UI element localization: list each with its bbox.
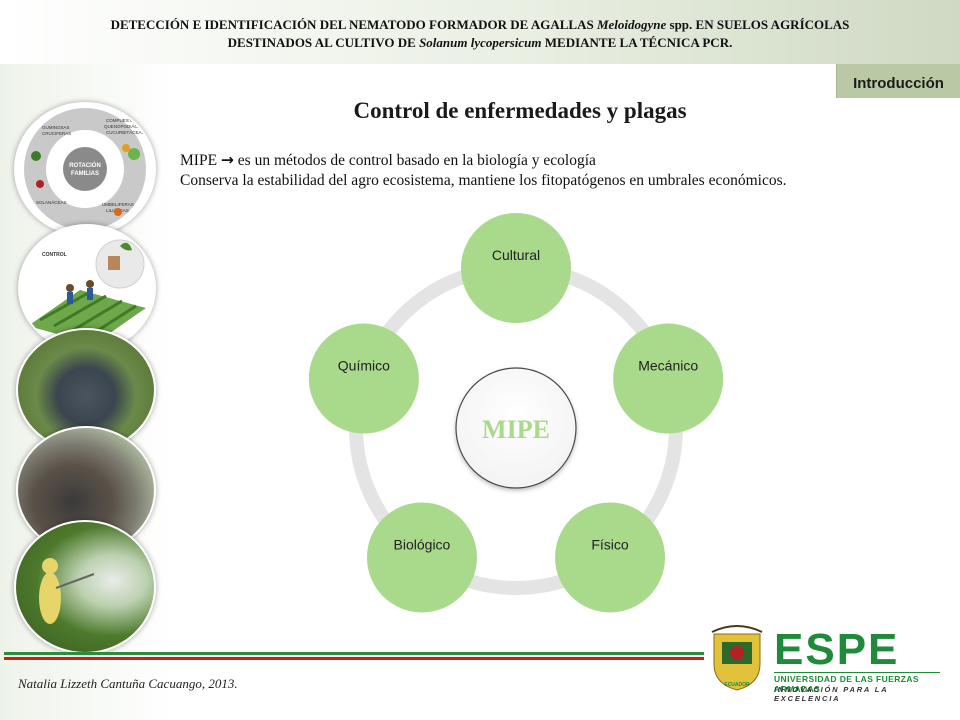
rotation-seg-label: SOLANÁCEAS: [36, 199, 67, 205]
control-label: CONTROL: [42, 252, 67, 258]
rotation-center-label-2: FAMILIAS: [71, 171, 99, 177]
logo-tagline: INNOVACIÓN PARA LA EXCELENCIA: [774, 685, 889, 703]
logo-wordmark: ESPE: [774, 625, 900, 674]
rotation-seg-label: UMBELIFERAS: [102, 202, 134, 207]
footer-line-green: [4, 652, 704, 655]
cycle-node: [308, 323, 419, 434]
cycle-node-label: Biológico: [394, 536, 451, 552]
cycle-node-label: Mecánico: [638, 358, 698, 374]
rotation-seg-label: CUCURBITÁCEAS: [106, 129, 145, 135]
spraying-photo: [14, 520, 156, 654]
crop-rotation-image: ROTACIÓN FAMILIAS GUMINOSAS CRUCIFERAS C…: [14, 102, 156, 236]
cycle-node: [555, 502, 666, 613]
rotation-seg-label: QUENOPODIÁCEAS: [104, 123, 147, 129]
cycle-node: [613, 323, 724, 434]
intro-line-1: MIPE → es un métodos de control basado e…: [180, 151, 596, 169]
rotation-seg-label: GUMINOSAS: [42, 125, 70, 130]
espe-logo: ECUADOR ESPE UNIVERSIDAD DE LAS FUERZAS …: [708, 624, 948, 703]
cycle-node: [366, 502, 477, 613]
cycle-node-label: Físico: [591, 536, 629, 552]
footer-lines: [4, 652, 704, 664]
header-title: DETECCIÓN E IDENTIFICACIÓN DEL NEMATODO …: [110, 17, 850, 50]
rotation-seg-label: COMPUESTAS: [106, 118, 137, 123]
logo-subtitle: UNIVERSIDAD DE LAS FUERZAS ARMADAS: [774, 674, 919, 694]
center-node: [455, 367, 577, 489]
center-label: MIPE: [482, 415, 550, 444]
cycle-node-label: Cultural: [492, 247, 540, 263]
header-band: [0, 0, 960, 64]
author-credit: Natalia Lizzeth Cantuña Cacuango, 2013.: [18, 676, 238, 691]
cycle-node: [461, 213, 571, 323]
thumbnail-column: ROTACIÓN FAMILIAS GUMINOSAS CRUCIFERAS C…: [0, 96, 170, 656]
arrow-right-icon: →: [220, 151, 234, 169]
logo-divider: [774, 672, 940, 673]
crest-label: ECUADOR: [724, 682, 750, 688]
intro-text: MIPE → es un métodos de control basado e…: [180, 150, 920, 191]
section-tab-introduccion[interactable]: Introducción: [836, 64, 960, 98]
section-tab-label: Introducción: [853, 75, 944, 92]
rotation-center-label: ROTACIÓN: [69, 161, 101, 169]
intro-line-2: Conserva la estabilidad del agro ecosist…: [180, 172, 787, 189]
university-crest-icon: ECUADOR: [711, 625, 763, 691]
cycle-node-label: Químico: [338, 358, 390, 374]
footer-line-red: [4, 657, 704, 660]
rotation-seg-label: CRUCIFERAS: [42, 131, 71, 136]
page-title: Control de enfermedades y plagas: [353, 98, 687, 123]
